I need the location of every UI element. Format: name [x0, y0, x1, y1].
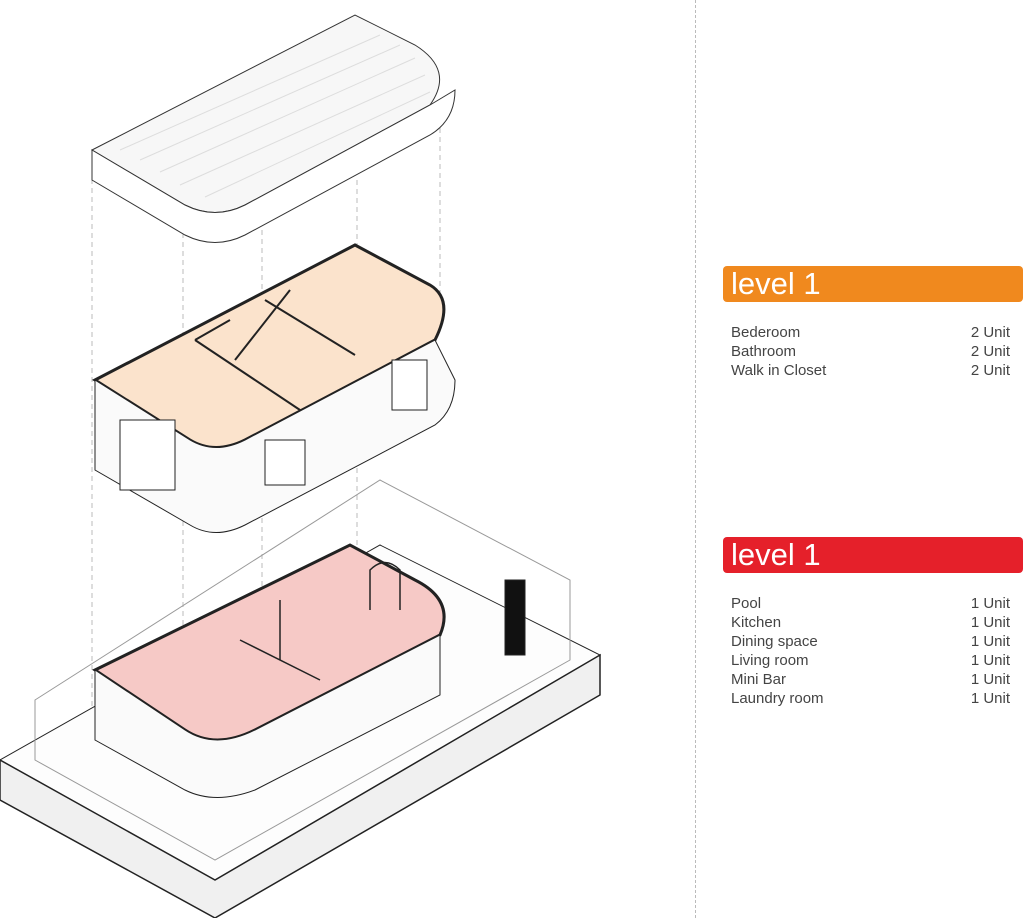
ground-floor-level: [0, 479, 602, 918]
room-label: Dining space: [731, 633, 818, 650]
room-label: Kitchen: [731, 614, 782, 631]
level-panel-upper: level 1 Bederoom 2 Unit Bathroom 2 Unit Wa…: [723, 266, 1023, 380]
room-count: 1 Unit: [970, 595, 1010, 612]
room-label: Living room: [731, 652, 809, 669]
exploded-axonometric-drawing: [0, 14, 602, 918]
room-count: 1 Unit: [970, 690, 1010, 707]
room-list: Pool 1 Unit Kitchen 1 Unit Dining space 1 U…: [723, 594, 1023, 708]
room-label: Pool: [731, 595, 762, 612]
room-label: Laundry room: [731, 690, 824, 707]
room-count: 2 Unit: [970, 362, 1010, 379]
room-label: Bathroom: [731, 343, 797, 360]
room-row: Mini Bar 1 Unit: [731, 670, 1010, 689]
roof-level: [90, 14, 456, 243]
divider-line: [695, 0, 696, 918]
level-title-bar: level 1: [723, 537, 1023, 573]
room-count: 1 Unit: [970, 633, 1010, 650]
room-row: Bathroom 2 Unit: [731, 342, 1010, 361]
level-title-bar: level 1: [723, 266, 1023, 302]
room-row: Laundry room 1 Unit: [731, 689, 1010, 708]
room-row: Walk in Closet 2 Unit: [731, 361, 1010, 380]
room-row: Living room 1 Unit: [731, 651, 1010, 670]
room-count: 2 Unit: [970, 343, 1010, 360]
room-row: Pool 1 Unit: [731, 594, 1010, 613]
room-count: 1 Unit: [970, 652, 1010, 669]
room-count: 1 Unit: [970, 671, 1010, 688]
room-row: Kitchen 1 Unit: [731, 613, 1010, 632]
upper-floor-level: [91, 243, 456, 533]
room-label: Bederoom: [731, 324, 801, 341]
room-row: Bederoom 2 Unit: [731, 323, 1010, 342]
room-count: 1 Unit: [970, 614, 1010, 631]
room-list: Bederoom 2 Unit Bathroom 2 Unit Walk in Cl…: [723, 323, 1023, 380]
room-count: 2 Unit: [970, 324, 1010, 341]
room-label: Mini Bar: [731, 671, 787, 688]
room-row: Dining space 1 Unit: [731, 632, 1010, 651]
lantern-sculpture: [504, 579, 526, 656]
level-panel-ground: level 1 Pool 1 Unit Kitchen 1 Unit Dining …: [723, 537, 1023, 708]
room-label: Walk in Closet: [731, 362, 827, 379]
